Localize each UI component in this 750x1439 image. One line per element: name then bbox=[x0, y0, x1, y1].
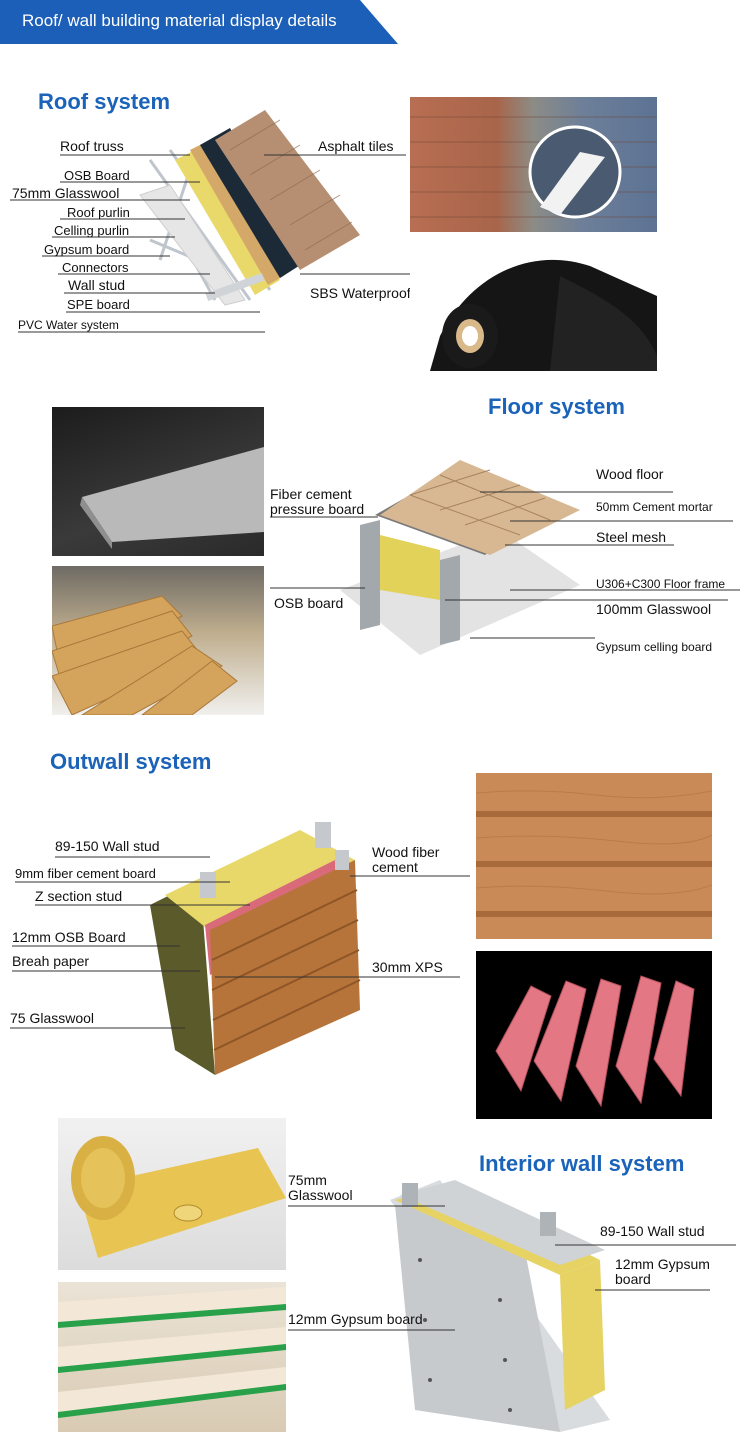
osb-boards-shape bbox=[52, 595, 238, 715]
floor-section-title: Floor system bbox=[488, 394, 625, 419]
label-50mm-cement-mortar: 50mm Cement mortar bbox=[596, 500, 713, 514]
outwall-section-title: Outwall system bbox=[50, 749, 212, 774]
label-12mm-gypsum: 12mm Gypsum bbox=[615, 1256, 710, 1272]
label-breah-paper: Breah paper bbox=[12, 953, 90, 969]
wood-fiber-cement-photo bbox=[476, 773, 712, 939]
label-30mm-xps: 30mm XPS bbox=[372, 959, 443, 975]
label-steel-mesh: Steel mesh bbox=[596, 529, 667, 545]
header-banner: Roof/ wall building material display det… bbox=[0, 0, 398, 44]
osb-boards-photo bbox=[52, 566, 264, 715]
label-gypsum-celling-board: Gypsum celling board bbox=[596, 640, 713, 654]
label-75mm: 75mm bbox=[288, 1172, 327, 1188]
label-floor-frame: U306+C300 Floor frame bbox=[596, 577, 726, 591]
glasswool-roll-shape bbox=[71, 1136, 286, 1258]
label-fiber-cement: Fiber cement bbox=[270, 486, 352, 502]
label-osb-board-floor: OSB board bbox=[274, 595, 344, 611]
fiber-cement-board-photo bbox=[52, 407, 264, 556]
siding-pattern bbox=[476, 790, 712, 917]
label-89-150-wall-stud: 89-150 Wall stud bbox=[55, 838, 160, 854]
label-asphalt-tiles: Asphalt tiles bbox=[318, 138, 394, 154]
gypsum-boards-photo bbox=[58, 1282, 286, 1432]
label-osb-board: OSB Board bbox=[64, 168, 130, 183]
sbs-waterproof-roll-photo bbox=[410, 236, 657, 371]
label-pressure-board: pressure board bbox=[270, 501, 365, 517]
label-wall-stud: Wall stud bbox=[68, 277, 126, 293]
xps-boards-shape bbox=[495, 975, 695, 1108]
label-roof-purlin: Roof purlin bbox=[67, 205, 130, 220]
label-100mm-glasswool: 100mm Glasswool bbox=[596, 601, 712, 617]
sbs-roll-shape bbox=[430, 259, 657, 371]
label-75mm-glasswool: 75mm Glasswool bbox=[12, 185, 120, 201]
label-12mm-osb-board: 12mm OSB Board bbox=[12, 929, 126, 945]
label-75-glasswool: 75 Glasswool bbox=[10, 1010, 95, 1026]
label-board: board bbox=[615, 1271, 651, 1287]
fiber-cement-board-shape bbox=[80, 447, 264, 549]
label-gypsum-board: Gypsum board bbox=[44, 242, 130, 257]
asphalt-tiles-photo bbox=[410, 97, 657, 232]
label-9mm-fiber-cement-board: 9mm fiber cement board bbox=[15, 866, 156, 881]
label-glasswool: Glasswool bbox=[288, 1187, 353, 1203]
banner-shape bbox=[0, 0, 398, 44]
label-cement: cement bbox=[372, 859, 418, 875]
label-sbs-waterproof: SBS Waterproof bbox=[310, 285, 411, 301]
label-12mm-gypsum-board-left: 12mm Gypsum board bbox=[288, 1311, 423, 1327]
label-pvc-water-system: PVC Water system bbox=[18, 318, 119, 332]
asphalt-tiles-pattern bbox=[410, 116, 657, 219]
label-wood-floor: Wood floor bbox=[596, 466, 664, 482]
label-roof-truss: Roof truss bbox=[60, 138, 124, 154]
banner-title: Roof/ wall building material display det… bbox=[22, 11, 337, 30]
label-connectors: Connectors bbox=[62, 260, 129, 275]
gypsum-boards-shape bbox=[58, 1287, 286, 1418]
roof-section-title: Roof system bbox=[38, 89, 171, 114]
label-89-150-wall-stud-interior: 89-150 Wall stud bbox=[600, 1223, 705, 1239]
label-z-section-stud: Z section stud bbox=[35, 888, 123, 904]
xps-boards-photo bbox=[476, 951, 712, 1119]
interior-section-title: Interior wall system bbox=[479, 1151, 685, 1176]
label-celling-purlin: Celling purlin bbox=[54, 223, 130, 238]
glasswool-roll-photo bbox=[58, 1118, 286, 1270]
label-wood-fiber: Wood fiber bbox=[372, 844, 440, 860]
label-spe-board: SPE board bbox=[67, 297, 130, 312]
